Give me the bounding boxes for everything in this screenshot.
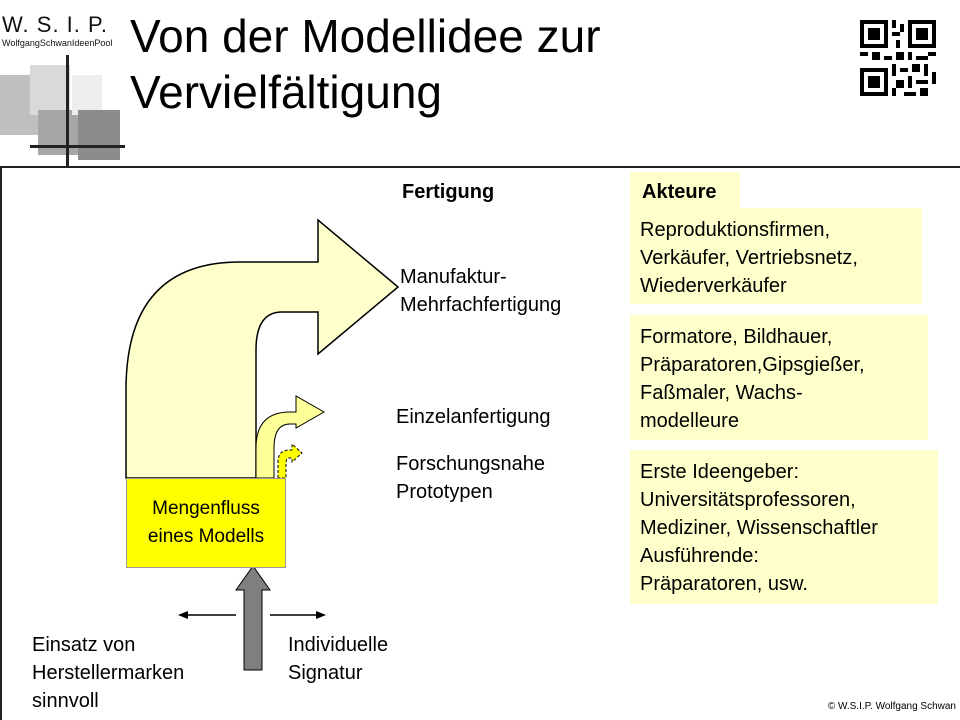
actor-line: Ausführende: <box>640 545 759 567</box>
actor-box-formatore: Formatore, Bildhauer, Präparatoren,Gipsg… <box>630 315 928 440</box>
bottom-label-line: sinnvoll <box>32 690 99 712</box>
qr-code-icon <box>860 20 936 96</box>
actor-line: Formatore, Bildhauer, <box>640 326 833 348</box>
level-label-manufaktur: Manufaktur- Mehrfachfertigung <box>400 263 561 319</box>
frame-top-line <box>0 166 960 168</box>
level-label-line: Mehrfachfertigung <box>400 294 562 316</box>
actor-line: Wiederverkäufer <box>640 275 787 297</box>
level-label-line: Forschungsnahe <box>396 453 545 475</box>
bottom-label-line: Herstellermarken <box>32 662 185 684</box>
level-label-line: Prototypen <box>396 481 493 503</box>
logo-text: W. S. I. P. <box>2 12 108 37</box>
page-title: Von der Modellidee zur Vervielfältigung <box>130 8 601 120</box>
bottom-label-line: Signatur <box>288 662 363 684</box>
actor-line: Verkäufer, Vertriebsnetz, <box>640 247 858 269</box>
akteure-heading: Akteure <box>642 181 717 203</box>
left-arrowhead <box>178 611 188 619</box>
frame-left-line <box>0 166 2 720</box>
source-line-1: Mengenfluss <box>152 498 260 519</box>
large-flow-arrow <box>125 218 400 479</box>
fertigung-heading: Fertigung <box>402 181 495 203</box>
medium-flow-arrow <box>255 395 326 479</box>
bottom-label-line: Individuelle <box>288 634 389 656</box>
source-line-2: eines Modells <box>147 526 265 547</box>
akteure-tab <box>630 172 740 210</box>
title-line-1: Von der Modellidee zur <box>130 10 601 62</box>
actor-line: Präparatoren,Gipsgießer, <box>640 354 865 376</box>
logo-graphic <box>0 55 125 166</box>
actor-line: Präparatoren, usw. <box>640 573 808 595</box>
title-line-2: Vervielfältigung <box>130 66 442 118</box>
actor-line: Reproduktionsfirmen, <box>640 219 831 241</box>
logo <box>0 0 125 166</box>
small-flow-arrow <box>277 442 303 479</box>
logo-subtext: WolfgangSchwanIdeenPool <box>2 38 113 48</box>
actor-line: Erste Ideengeber: <box>640 461 799 483</box>
input-arrow <box>235 565 271 671</box>
source-box: Mengenfluss eines Modells <box>126 478 286 568</box>
actor-line: Universitätsprofessoren, <box>640 489 856 511</box>
actor-line: Mediziner, Wissenschaftler <box>640 517 878 539</box>
bottom-label-line: Einsatz von <box>32 634 136 656</box>
level-label-line: Manufaktur- <box>400 266 507 288</box>
actor-box-reproduktion: Reproduktionsfirmen, Verkäufer, Vertrieb… <box>630 208 922 304</box>
right-arrowhead <box>316 611 326 619</box>
actor-line: Faßmaler, Wachs- <box>640 382 803 404</box>
bottom-right-label: Individuelle Signatur <box>288 631 388 687</box>
level-label-prototypen: Forschungsnahe Prototypen <box>396 450 545 506</box>
bottom-left-label: Einsatz von Herstellermarken sinnvoll <box>32 631 184 715</box>
copyright-text: © W.S.I.P. Wolfgang Schwan <box>827 701 956 712</box>
level-label-line: Einzelanfertigung <box>396 406 551 428</box>
actor-line: modelleure <box>640 410 739 432</box>
level-label-einzel: Einzelanfertigung <box>396 403 551 431</box>
actor-box-ideengeber: Erste Ideengeber: Universitätsprofessore… <box>630 450 938 604</box>
